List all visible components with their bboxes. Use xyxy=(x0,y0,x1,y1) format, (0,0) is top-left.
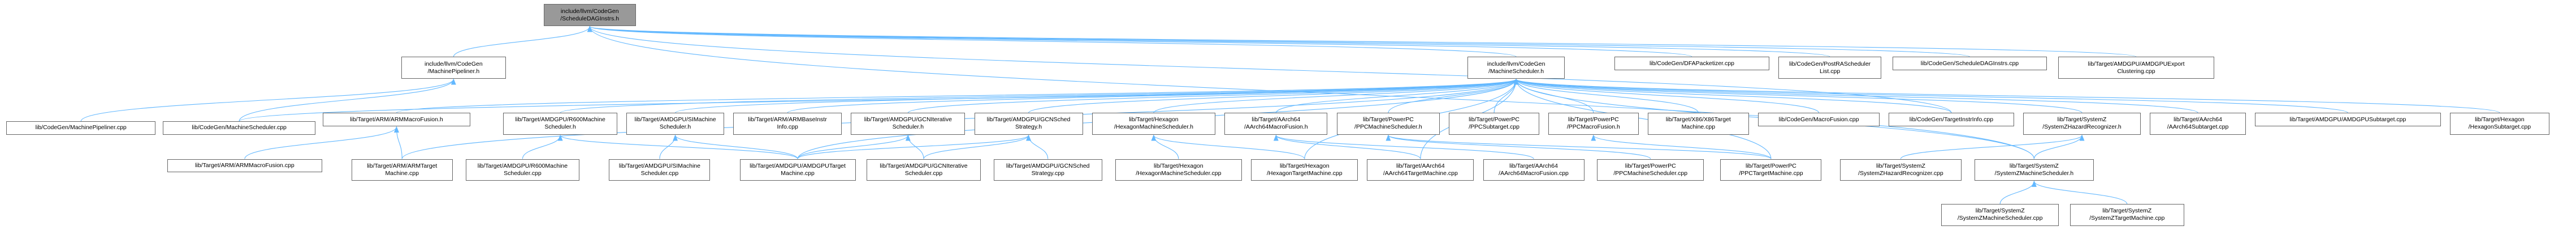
edge-n39-to-n19 xyxy=(1591,134,1772,159)
node-r600machinescheduler-cpp[interactable]: lib/Target/AMDGPU/R600Machine Scheduler.… xyxy=(465,159,580,181)
edge-n7-to-n1 xyxy=(80,78,456,122)
edge-n24-to-n2 xyxy=(1514,78,2198,113)
edge-n38-to-n17 xyxy=(1386,134,1651,159)
edge-n31-to-n14 xyxy=(797,134,1031,159)
node-machinepipeliner-cpp[interactable]: lib/CodeGen/MachinePipeliner.cpp xyxy=(6,121,156,135)
edge-n20-to-n2 xyxy=(1513,78,1699,113)
edge-n23-to-n2 xyxy=(1514,78,2083,113)
edge-n17-to-n2 xyxy=(1388,78,1519,113)
edge-n11-to-n2 xyxy=(675,78,1519,113)
edge-n37-to-n16 xyxy=(1274,134,1534,159)
node-ppctargetmachine-cpp[interactable]: lib/Target/PowerPC /PPCTargetMachine.cpp xyxy=(1720,159,1822,181)
node-dfapacketizer-cpp[interactable]: lib/CodeGen/DFAPacketizer.cpp xyxy=(1614,57,1769,70)
edge-n9-to-n2 xyxy=(396,78,1518,113)
node-hexagonmachinescheduler-h[interactable]: lib/Target/Hexagon /HexagonMachineSchedu… xyxy=(1092,113,1215,135)
node-hexagontargetmachine-cpp[interactable]: lib/Target/Hexagon /HexagonTargetMachine… xyxy=(1251,159,1358,181)
edge-n14-to-n2 xyxy=(1028,78,1519,113)
edge-n1-to-n0 xyxy=(453,25,592,57)
edge-n39-to-n2 xyxy=(1513,78,1772,159)
node-gcnschedstrategy-cpp[interactable]: lib/Target/AMDGPU/GCNSched Strategy.cpp xyxy=(993,159,1102,181)
node-root-scheduledaginstrs-h: include/llvm/CodeGen /ScheduleDAGInstrs.… xyxy=(543,4,636,26)
node-armmacrofusion-cpp[interactable]: lib/Target/ARM/ARMMacroFusion.cpp xyxy=(167,159,322,173)
node-aarch64subtarget-cpp[interactable]: lib/Target/AArch64 /AArch64Subtarget.cpp xyxy=(2150,113,2246,135)
node-systemzmachinescheduler-h[interactable]: lib/Target/SystemZ /SystemZMachineSchedu… xyxy=(1974,159,2094,181)
node-x86targetmachine-cpp[interactable]: lib/Target/X86/X86Target Machine.cpp xyxy=(1647,113,1749,135)
edge-n29-to-n10 xyxy=(522,134,563,159)
edge-n16-to-n2 xyxy=(1275,78,1519,113)
edge-n3-to-n0 xyxy=(587,25,1692,57)
edge-n13-to-n2 xyxy=(907,78,1519,113)
edge-n31-to-n10 xyxy=(557,134,798,159)
edge-n32-to-n14 xyxy=(923,134,1031,159)
node-amdgputargetmachine-cpp[interactable]: lib/Target/AMDGPU/AMDGPUTarget Machine.c… xyxy=(739,159,856,181)
edge-n42-to-n41 xyxy=(1999,180,2037,205)
node-aarch64macrofusion-cpp[interactable]: lib/Target/AArch64 /AArch64MacroFusion.c… xyxy=(1483,159,1584,181)
edge-n33-to-n14 xyxy=(1026,134,1049,159)
node-machinescheduler-h[interactable]: include/llvm/CodeGen /MachineScheduler.h xyxy=(1467,57,1565,79)
edge-n43-to-n41 xyxy=(2032,180,2128,205)
node-hexagonsubtarget-cpp[interactable]: lib/Target/Hexagon /HexagonSubtarget.cpp xyxy=(2450,113,2549,135)
node-amdgpuexportclustering-cpp[interactable]: lib/Target/AMDGPU/AMDGPUExport Clusterin… xyxy=(2058,57,2215,79)
node-targetinstrinfo-cpp[interactable]: lib/CodeGen/TargetInstrInfo.cpp xyxy=(1889,113,2014,126)
node-postraschedulerlist-cpp[interactable]: lib/CodeGen/PostRAScheduler List.cpp xyxy=(1778,57,1882,79)
edge-n30-to-n11 xyxy=(659,134,678,159)
edge-n39-to-n17 xyxy=(1386,134,1772,159)
node-machinescheduler-cpp[interactable]: lib/CodeGen/MachineScheduler.cpp xyxy=(163,121,316,135)
node-simachinescheduler-h[interactable]: lib/Target/AMDGPU/SIMachine Scheduler.h xyxy=(626,113,724,135)
node-ppcmachinescheduler-h[interactable]: lib/Target/PowerPC /PPCMachineScheduler.… xyxy=(1336,113,1440,135)
node-hexagonmachinescheduler-cpp[interactable]: lib/Target/Hexagon /HexagonMachineSchedu… xyxy=(1115,159,1242,181)
edge-n22-to-n2 xyxy=(1513,78,1952,113)
edge-n5-to-n0 xyxy=(587,25,1971,57)
edge-n15-to-n2 xyxy=(1153,78,1519,113)
edge-n31-to-n13 xyxy=(797,134,911,159)
node-r600machinescheduler-h[interactable]: lib/Target/AMDGPU/R600Machine Scheduler.… xyxy=(503,113,618,135)
node-systemzhazardrecognizer-cpp[interactable]: lib/Target/SystemZ /SystemZHazardRecogni… xyxy=(1840,159,1962,181)
edge-n28-to-n9 xyxy=(394,126,402,159)
node-armtargetmachine-cpp[interactable]: lib/Target/ARM/ARMTarget Machine.cpp xyxy=(351,159,453,181)
node-scheduledaginstrs-cpp[interactable]: lib/CodeGen/ScheduleDAGInstrs.cpp xyxy=(1892,57,2047,70)
edge-n36-to-n16 xyxy=(1274,134,1421,159)
edge-n41-to-n23 xyxy=(2033,134,2085,159)
node-ppcsubtarget-cpp[interactable]: lib/Target/PowerPC /PPCSubtarget.cpp xyxy=(1449,113,1539,135)
edge-n10-to-n2 xyxy=(560,78,1518,113)
node-simachinescheduler-cpp[interactable]: lib/Target/AMDGPU/SIMachine Scheduler.cp… xyxy=(609,159,711,181)
node-armbaseinstrinfo-cpp[interactable]: lib/Target/ARM/ARMBaseInstr Info.cpp xyxy=(733,113,842,135)
node-ppcmacrofusion-h[interactable]: lib/Target/PowerPC /PPCMacroFusion.h xyxy=(1548,113,1639,135)
node-gcniterativescheduler-h[interactable]: lib/Target/AMDGPU/GCNIterative Scheduler… xyxy=(851,113,966,135)
node-armmacrofusion-h[interactable]: lib/Target/ARM/ARMMacroFusion.h xyxy=(323,113,470,126)
edge-n25-to-n2 xyxy=(1514,78,2348,113)
node-aarch64targetmachine-cpp[interactable]: lib/Target/AArch64 /AArch64TargetMachine… xyxy=(1367,159,1474,181)
edge-n22-to-n0 xyxy=(587,25,1952,113)
edge-n21-to-n2 xyxy=(1513,78,1820,113)
edge-n4-to-n0 xyxy=(587,25,1830,57)
node-gcniterativescheduler-cpp[interactable]: lib/Target/AMDGPU/GCNIterative Scheduler… xyxy=(867,159,981,181)
edge-n12-to-n2 xyxy=(787,78,1519,113)
edge-n2-to-n0 xyxy=(587,25,1517,57)
node-systemzhazardrecognizer-h[interactable]: lib/Target/SystemZ /SystemZHazardRecogni… xyxy=(2023,113,2141,135)
node-systemzmachinescheduler-cpp[interactable]: lib/Target/SystemZ /SystemZMachineSchedu… xyxy=(1941,204,2059,226)
node-aarch64macrofusion-h[interactable]: lib/Target/AArch64 /AArch64MacroFusion.h xyxy=(1224,113,1328,135)
edge-n40-to-n23 xyxy=(1900,134,2085,159)
edge-n6-to-n0 xyxy=(587,25,2137,57)
node-gcnschedstrategy-h[interactable]: lib/Target/AMDGPU/GCNSched Strategy.h xyxy=(974,113,1083,135)
edge-n31-to-n11 xyxy=(673,134,798,159)
edge-n26-to-n2 xyxy=(1514,78,2500,113)
edge-n41-to-n0 xyxy=(587,25,2034,159)
edge-n27-to-n9 xyxy=(244,126,399,159)
node-ppcmachinescheduler-cpp[interactable]: lib/Target/PowerPC /PPCMachineScheduler.… xyxy=(1597,159,1704,181)
edge-n8-to-n1 xyxy=(239,78,456,122)
node-macrofusion-cpp[interactable]: lib/CodeGen/MacroFusion.cpp xyxy=(1758,113,1880,126)
edge-n34-to-n15 xyxy=(1151,134,1179,159)
edge-n35-to-n15 xyxy=(1151,134,1305,159)
node-machinepipeliner-h[interactable]: include/llvm/CodeGen /MachinePipeliner.h xyxy=(401,57,506,79)
node-amdgpusubtarget-cpp[interactable]: lib/Target/AMDGPU/AMDGPUSubtarget.cpp xyxy=(2255,113,2441,126)
node-systemztargetmachine-cpp[interactable]: lib/Target/SystemZ /SystemZTargetMachine… xyxy=(2070,204,2184,226)
